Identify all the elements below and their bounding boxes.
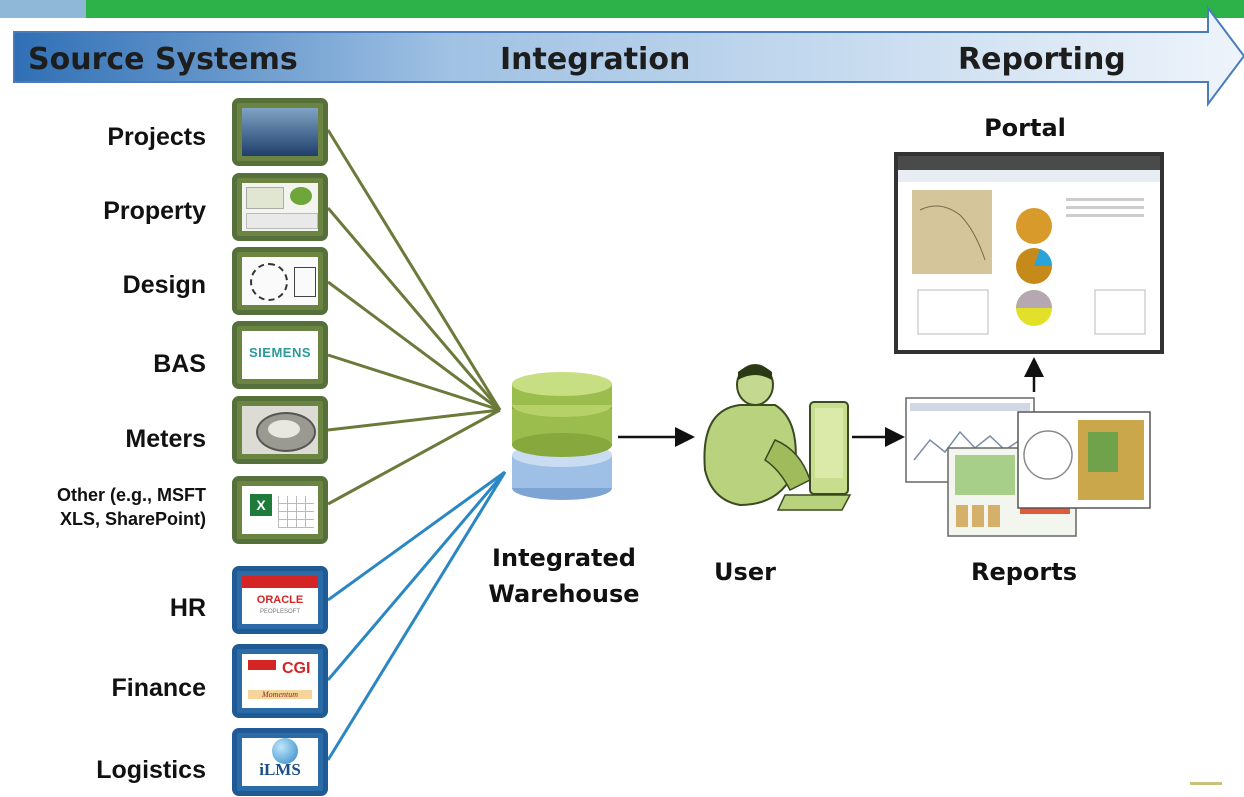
logistics-logo: iLMS <box>232 728 328 796</box>
source-label-projects: Projects <box>107 123 206 151</box>
source-label-logistics: Logistics <box>96 756 206 784</box>
source-label-other: Other (e.g., MSFT XLS, SharePoint) <box>57 483 206 531</box>
warehouse-label: Integrated Warehouse <box>484 540 644 612</box>
database-icon <box>512 372 612 500</box>
stage-source-systems: Source Systems <box>28 42 298 77</box>
stage-banner-arrow <box>13 5 1244 107</box>
corner-accent <box>1190 782 1222 785</box>
ilms-logo-text: iLMS <box>259 760 301 779</box>
excel-icon: X <box>250 494 272 516</box>
source-label-property: Property <box>103 197 206 225</box>
warehouse-label-line1: Integrated <box>492 544 636 572</box>
source-label-other-line2: XLS, SharePoint) <box>59 509 206 529</box>
reports-label: Reports <box>970 558 1078 586</box>
portal-label: Portal <box>984 114 1066 142</box>
user-label: User <box>714 558 776 586</box>
warehouse-label-line2: Warehouse <box>488 580 640 608</box>
reports-screenshots <box>905 397 1151 537</box>
oracle-logo-text: ORACLE <box>256 594 304 606</box>
other-logo: X <box>232 476 328 544</box>
stage-reporting: Reporting <box>958 42 1126 77</box>
portal-window <box>894 152 1164 354</box>
siemens-logo-text: SIEMENS <box>248 345 311 360</box>
peoplesoft-logo-text: PEOPLESOFT <box>259 609 300 615</box>
property-logo <box>232 173 328 241</box>
green-connectors <box>326 129 502 506</box>
top-bar-accent <box>0 0 86 18</box>
design-logo <box>232 247 328 315</box>
bas-logo: SIEMENS <box>232 321 328 389</box>
source-label-other-line1: Other (e.g., MSFT <box>56 485 206 505</box>
source-label-finance: Finance <box>111 674 206 702</box>
source-label-bas: BAS <box>153 350 206 378</box>
source-label-meters: Meters <box>125 425 206 453</box>
top-bar <box>0 0 1244 18</box>
meters-logo <box>232 396 328 464</box>
source-label-hr: HR <box>169 594 206 622</box>
stage-integration: Integration <box>500 42 691 77</box>
finance-logo: CGI Momentum <box>232 644 328 718</box>
blue-connectors <box>326 470 507 761</box>
cgi-logo-text: CGI <box>282 660 311 677</box>
momentum-logo-text: Momentum <box>248 690 312 699</box>
source-label-design: Design <box>122 271 206 299</box>
hr-logo: ORACLE PEOPLESOFT <box>232 566 328 634</box>
user-at-computer-icon <box>703 364 852 511</box>
projects-logo <box>232 98 328 166</box>
